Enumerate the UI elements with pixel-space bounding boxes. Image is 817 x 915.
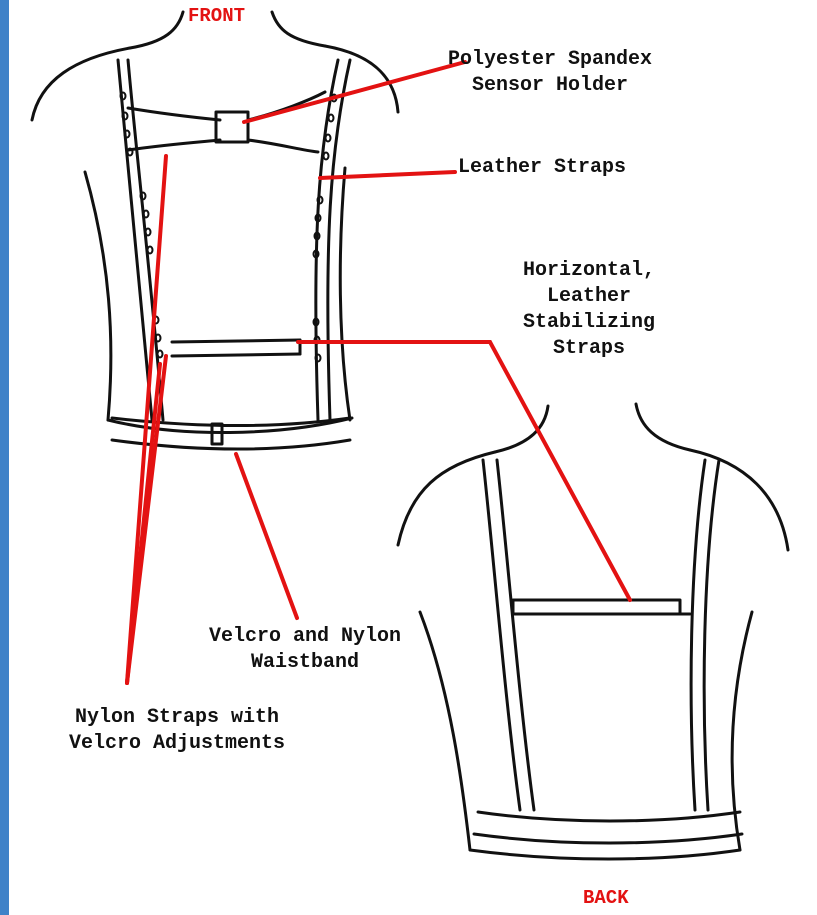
leader-waistband [236, 454, 297, 618]
back-neck-right [636, 404, 690, 450]
label-stabilizing-line-2: Leather [494, 284, 684, 310]
front-stabilizing-strap-bottom [172, 354, 300, 356]
label-stabilizing-straps: Horizontal, Leather Stabilizing Straps [494, 258, 684, 362]
label-sensor-holder-line-2: Sensor Holder [448, 73, 652, 99]
label-nylon-straps: Nylon Straps with Velcro Adjustments [16, 705, 338, 757]
front-neck-right [272, 12, 325, 46]
front-torso-right [340, 168, 350, 420]
label-stabilizing-line-3: Stabilizing [494, 310, 684, 336]
label-stabilizing-line-1: Horizontal, [494, 258, 684, 284]
back-shoulder-left [398, 452, 495, 545]
front-view-label: FRONT [188, 5, 245, 27]
harness-illustration [9, 0, 817, 915]
label-nylon-straps-line-1: Nylon Straps with [16, 705, 338, 731]
back-neck-left [495, 406, 548, 452]
back-figure [398, 404, 788, 859]
front-neck-left [130, 12, 183, 48]
back-waistband-top [478, 812, 740, 821]
leader-stabilizing-front [298, 342, 630, 600]
label-waistband-line-2: Waistband [170, 650, 440, 676]
leader-nylon-straps-3 [127, 364, 160, 683]
front-shoulder-left [32, 48, 130, 120]
back-right-strap-inner [704, 460, 719, 810]
back-view-label: BACK [583, 887, 629, 909]
leader-sensor-holder [244, 62, 465, 122]
front-sensor-holder [216, 112, 248, 142]
leader-leather-straps [320, 172, 455, 178]
label-leather-straps-line-1: Leather Straps [458, 155, 626, 181]
back-stabilizing-strap [513, 600, 680, 614]
label-stabilizing-line-4: Straps [494, 336, 684, 362]
label-waistband: Velcro and Nylon Waistband [170, 624, 440, 676]
back-torso-right [732, 612, 752, 850]
label-waistband-line-1: Velcro and Nylon [170, 624, 440, 650]
front-shoulder-right [325, 46, 398, 112]
label-leather-straps: Leather Straps [458, 155, 626, 181]
left-border-strip [0, 0, 9, 915]
front-upper-band-3 [128, 140, 220, 150]
front-right-strap-outer [316, 60, 338, 420]
label-sensor-holder: Polyester Spandex Sensor Holder [448, 47, 652, 99]
front-figure [32, 12, 398, 449]
back-hem [470, 850, 740, 859]
back-left-strap-inner [497, 460, 534, 810]
front-upper-band-4 [248, 140, 318, 152]
back-right-strap-outer [691, 460, 705, 810]
front-stabilizing-strap-top [172, 340, 300, 342]
front-waistband-bottom [112, 440, 350, 449]
label-nylon-straps-line-2: Velcro Adjustments [16, 731, 338, 757]
front-upper-band-1 [128, 108, 220, 120]
back-waistband-bottom [474, 834, 742, 843]
front-torso-left [85, 172, 111, 420]
label-sensor-holder-line-1: Polyester Spandex [448, 47, 652, 73]
